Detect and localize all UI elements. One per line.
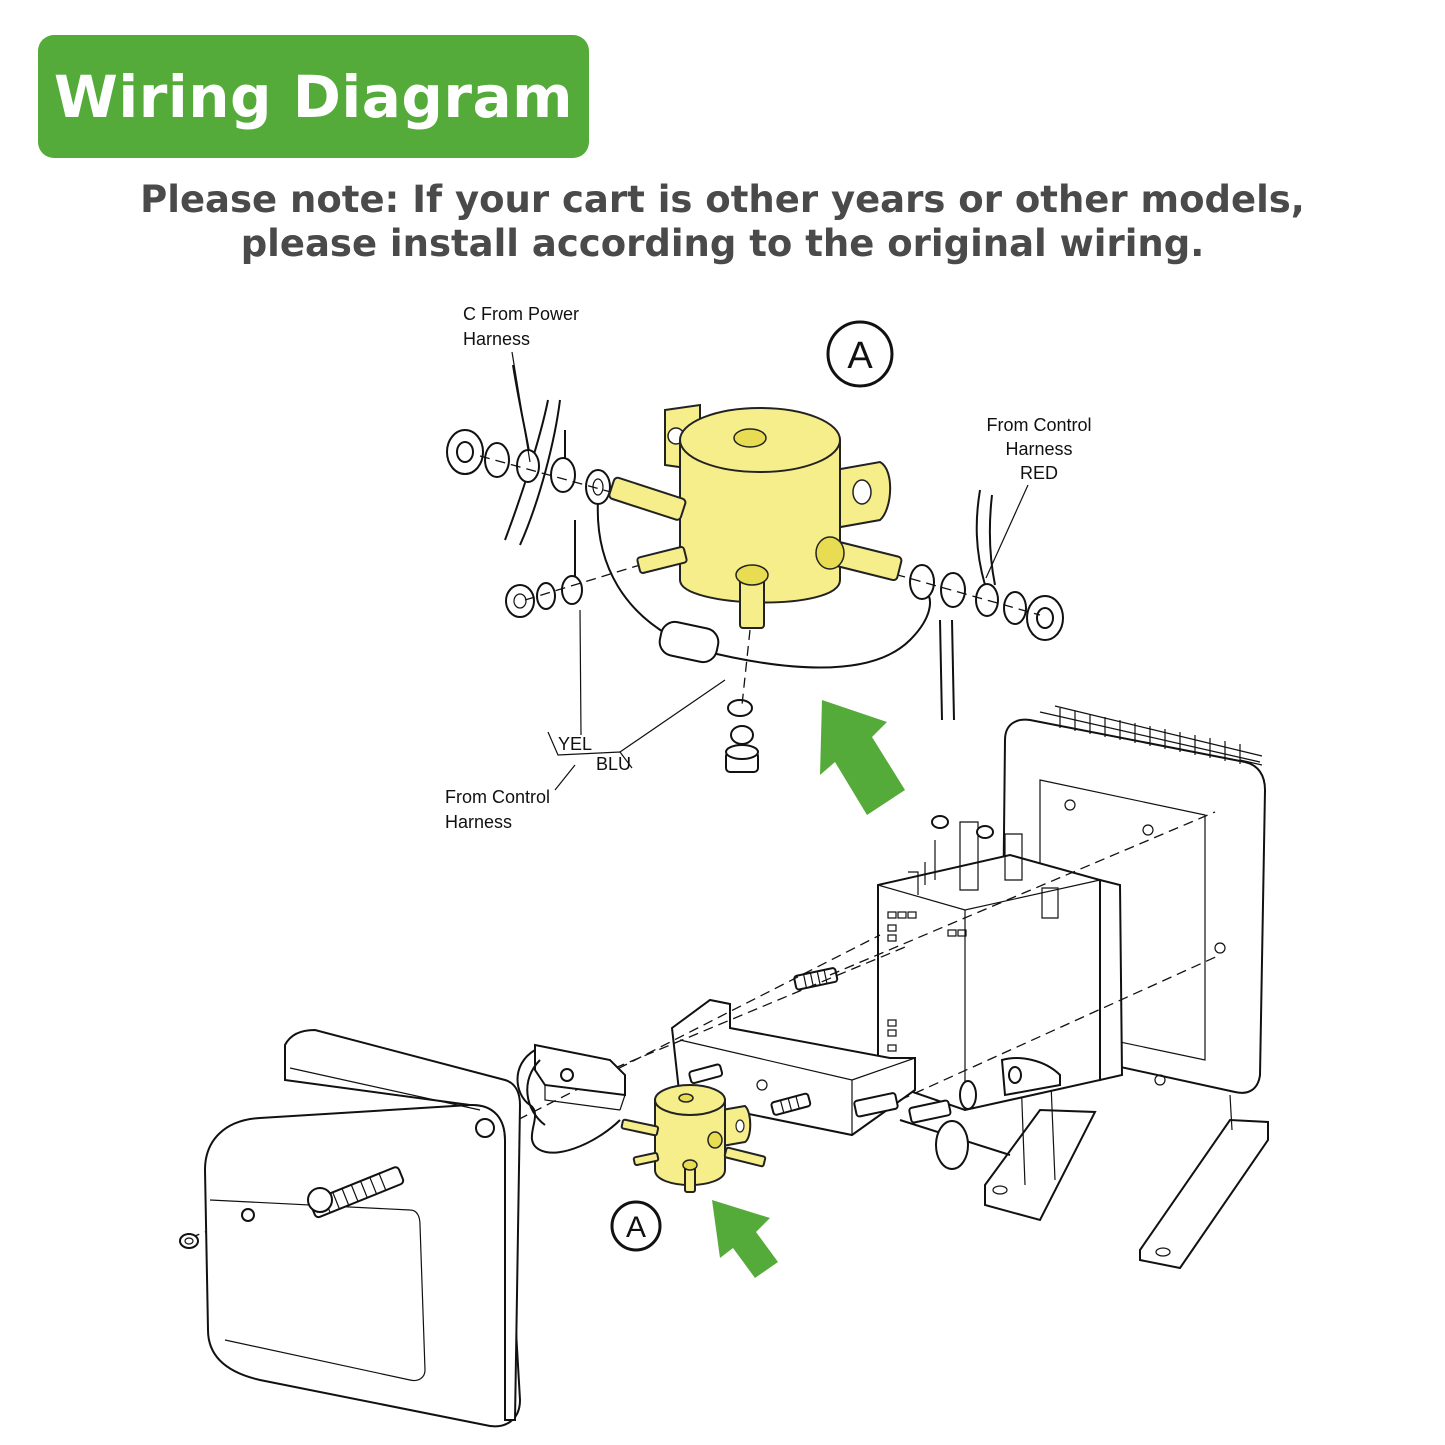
arrow-bottom — [712, 1200, 778, 1278]
note-line-2: please install according to the original… — [240, 222, 1205, 265]
label-control-red-3: RED — [1020, 463, 1058, 483]
label-control-red-2: Harness — [1005, 439, 1072, 459]
solenoid-exploded-view — [446, 364, 1064, 773]
arrow-top — [820, 700, 905, 815]
label-power-harness-2: Harness — [463, 329, 530, 349]
callout-a-top: A — [826, 320, 894, 388]
install-note: Please note: If your cart is other years… — [60, 178, 1385, 266]
note-line-1: Please note: If your cart is other years… — [140, 178, 1305, 221]
label-blu: BLU — [596, 754, 631, 774]
label-yel: YEL — [558, 734, 592, 754]
callout-a-bottom: A — [610, 1200, 662, 1252]
callout-a-top-letter: A — [847, 335, 873, 377]
label-control-harness-1: From Control — [445, 787, 550, 807]
header-title: Wiring Diagram — [53, 62, 574, 131]
solenoid-installed — [620, 1084, 767, 1193]
header-badge: Wiring Diagram — [38, 35, 589, 158]
controller-assembly — [179, 705, 1269, 1428]
label-power-harness-1: C From Power — [463, 304, 579, 324]
callout-a-bottom-letter: A — [626, 1211, 646, 1244]
label-control-red-1: From Control — [986, 415, 1091, 435]
label-control-harness-2: Harness — [445, 812, 512, 832]
